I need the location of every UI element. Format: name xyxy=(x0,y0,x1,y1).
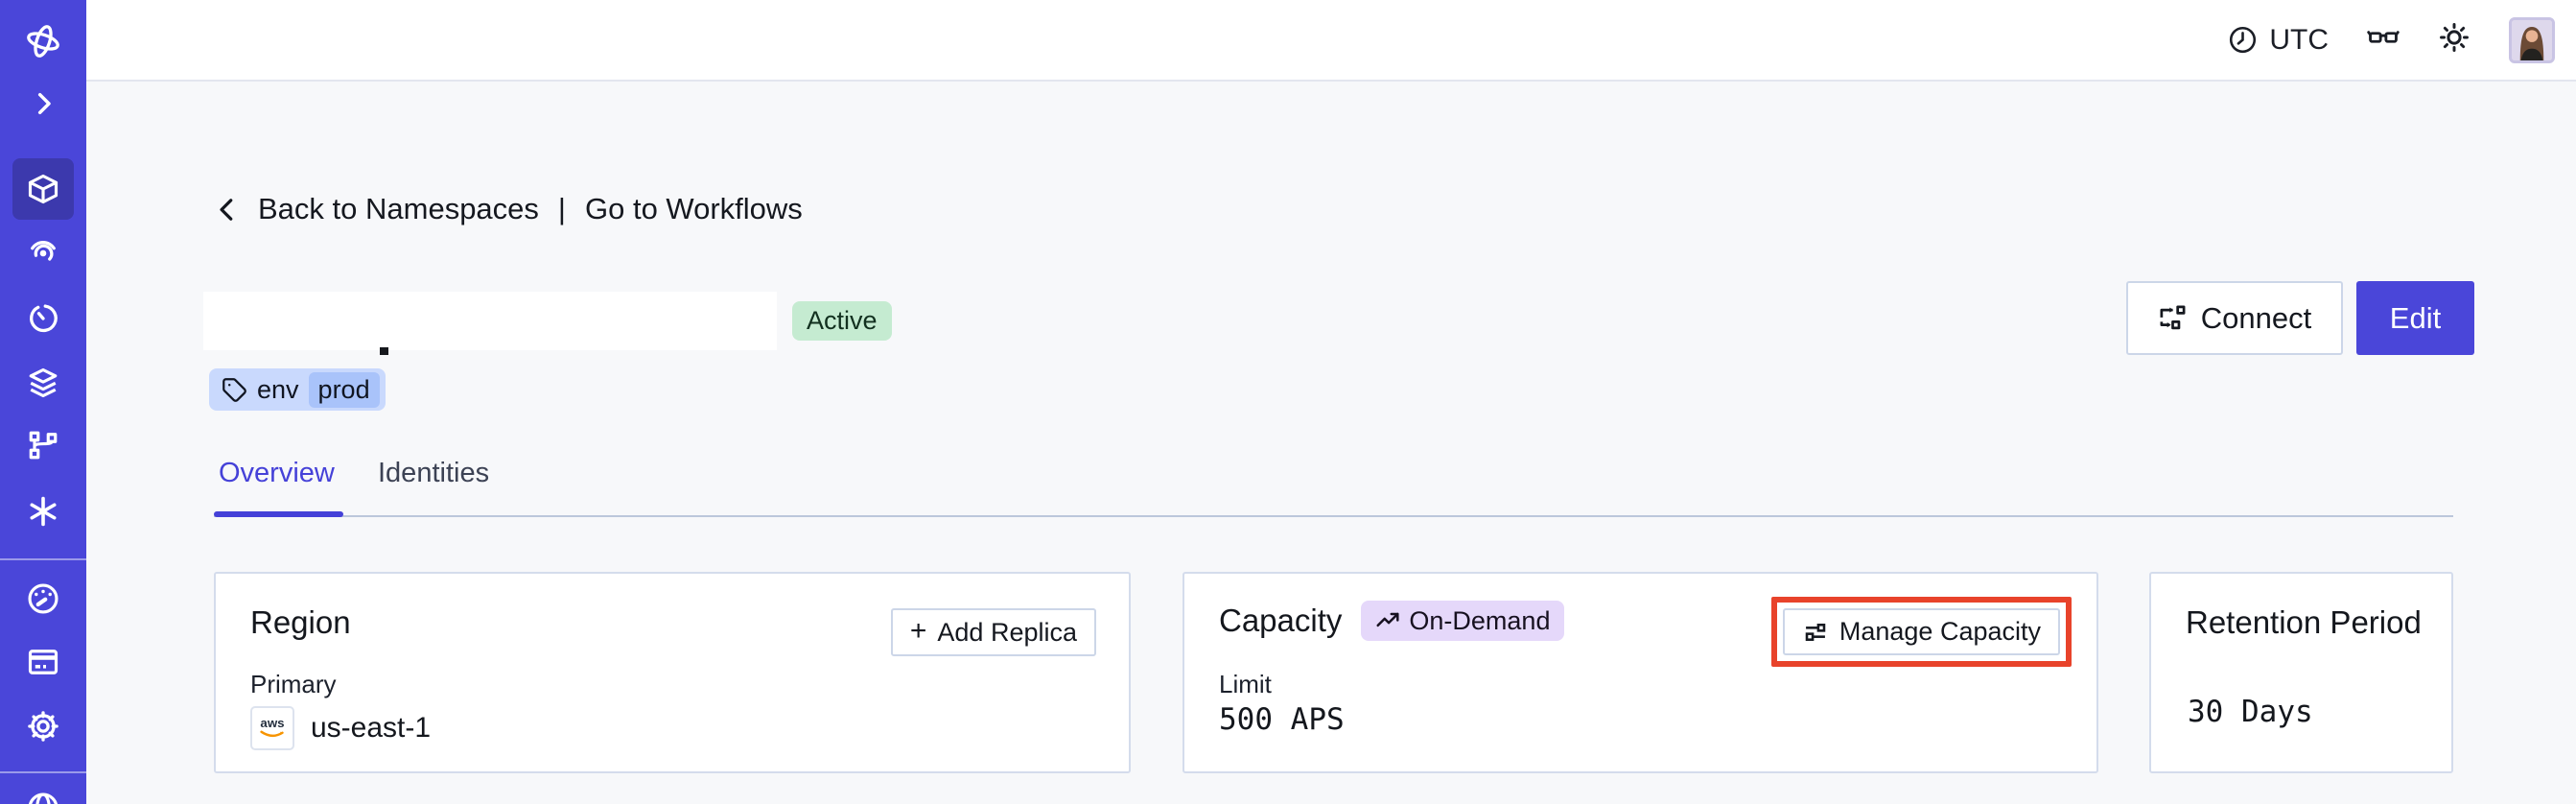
active-tab-underline xyxy=(214,511,343,517)
retention-card: Retention Period 30 Days xyxy=(2149,572,2453,773)
glasses-icon xyxy=(2367,31,2400,43)
sidebar-item-workflows[interactable] xyxy=(0,230,86,276)
deployments-layers-icon xyxy=(29,367,58,398)
connect-button[interactable]: Connect xyxy=(2126,281,2343,355)
edit-button[interactable]: Edit xyxy=(2356,281,2474,355)
capacity-field-label: Limit xyxy=(1219,670,1272,698)
capacity-value: 500 APS xyxy=(1219,702,1345,737)
tag-icon xyxy=(222,377,246,402)
capacity-card-title: Capacity xyxy=(1219,603,1343,638)
sidebar-item-globe[interactable] xyxy=(0,785,86,804)
sidebar-item-deployments[interactable] xyxy=(0,360,86,406)
trending-up-icon xyxy=(1376,612,1399,627)
region-card: Region + Add Replica Primary aws us-east… xyxy=(214,572,1131,773)
timezone-selector[interactable]: UTC xyxy=(2228,24,2329,57)
breadcrumb-separator: | xyxy=(557,192,566,225)
sidebar-item-billing[interactable] xyxy=(0,639,86,685)
manage-capacity-label: Manage Capacity xyxy=(1838,617,2041,646)
manage-capacity-button[interactable]: Manage Capacity xyxy=(1782,608,2060,655)
connect-flow-icon xyxy=(2160,305,2186,330)
add-replica-label: Add Replica xyxy=(937,617,1077,647)
add-replica-button[interactable]: + Add Replica xyxy=(890,608,1096,656)
workflows-spiral-icon xyxy=(31,241,56,261)
timezone-label: UTC xyxy=(2269,23,2329,56)
tag-value: prod xyxy=(308,371,380,408)
namespace-tag: env prod xyxy=(209,368,386,411)
region-field-label: Primary xyxy=(250,670,337,698)
svg-text:aws: aws xyxy=(260,716,284,730)
go-to-workflows-link[interactable]: Go to Workflows xyxy=(584,192,803,225)
breadcrumb: Back to Namespaces | Go to Workflows xyxy=(213,192,803,226)
capacity-title-row: Capacity On-Demand xyxy=(1219,601,1565,641)
labs-glasses-button[interactable] xyxy=(2367,21,2400,59)
back-chevron-icon[interactable] xyxy=(213,195,243,225)
annotation-highlight-box: Manage Capacity xyxy=(1770,597,2072,667)
sidebar-nav xyxy=(0,0,86,804)
sidebar-item-namespaces[interactable] xyxy=(0,166,86,212)
sidebar-item-schedules[interactable] xyxy=(0,296,86,342)
billing-card-icon xyxy=(28,650,59,674)
redaction-artifact xyxy=(380,347,388,355)
region-card-title: Region xyxy=(250,604,351,640)
sidebar-item-nexus[interactable] xyxy=(0,488,86,534)
retention-value: 30 Days xyxy=(2188,695,2313,729)
region-value-row: aws us-east-1 xyxy=(250,706,431,750)
batch-branch-icon xyxy=(29,431,58,460)
aws-provider-icon: aws xyxy=(250,706,294,750)
plus-icon: + xyxy=(909,614,927,647)
tab-overview[interactable]: Overview xyxy=(219,458,335,488)
nexus-asterisk-icon xyxy=(30,496,57,527)
clock-icon xyxy=(2230,26,2257,54)
expand-sidebar-chevron-icon[interactable] xyxy=(0,81,86,127)
region-value: us-east-1 xyxy=(311,712,432,744)
tag-key: env xyxy=(257,374,299,404)
sidebar-divider xyxy=(0,771,86,773)
globe-partial-icon xyxy=(29,792,58,804)
capacity-card: Capacity On-Demand Manage Capacity xyxy=(1183,572,2098,773)
settings-gear-icon xyxy=(28,711,59,742)
tabs-baseline xyxy=(214,515,2453,517)
on-demand-badge: On-Demand xyxy=(1361,601,1565,641)
status-badge: Active xyxy=(792,301,892,341)
schedules-timer-icon xyxy=(30,304,58,333)
usage-gauge-icon xyxy=(28,583,59,614)
sidebar-divider xyxy=(0,558,86,560)
temporal-logo-icon[interactable] xyxy=(0,18,86,64)
theme-toggle-button[interactable] xyxy=(2438,21,2471,59)
back-to-namespaces-link[interactable]: Back to Namespaces xyxy=(258,192,539,225)
topbar: UTC xyxy=(86,0,2576,82)
namespaces-cube-icon xyxy=(28,174,59,204)
sidebar-item-usage[interactable] xyxy=(0,576,86,622)
sliders-icon xyxy=(1805,623,1826,641)
namespace-title-redacted xyxy=(203,292,777,350)
on-demand-label: On-Demand xyxy=(1409,605,1551,635)
sun-icon xyxy=(2440,23,2469,52)
connect-button-label: Connect xyxy=(2200,300,2312,335)
sidebar-item-batch-operations[interactable] xyxy=(0,422,86,468)
sidebar-item-settings[interactable] xyxy=(0,703,86,749)
tab-identities[interactable]: Identities xyxy=(378,458,490,488)
retention-card-title: Retention Period xyxy=(2186,604,2422,640)
user-avatar[interactable] xyxy=(2509,16,2555,63)
